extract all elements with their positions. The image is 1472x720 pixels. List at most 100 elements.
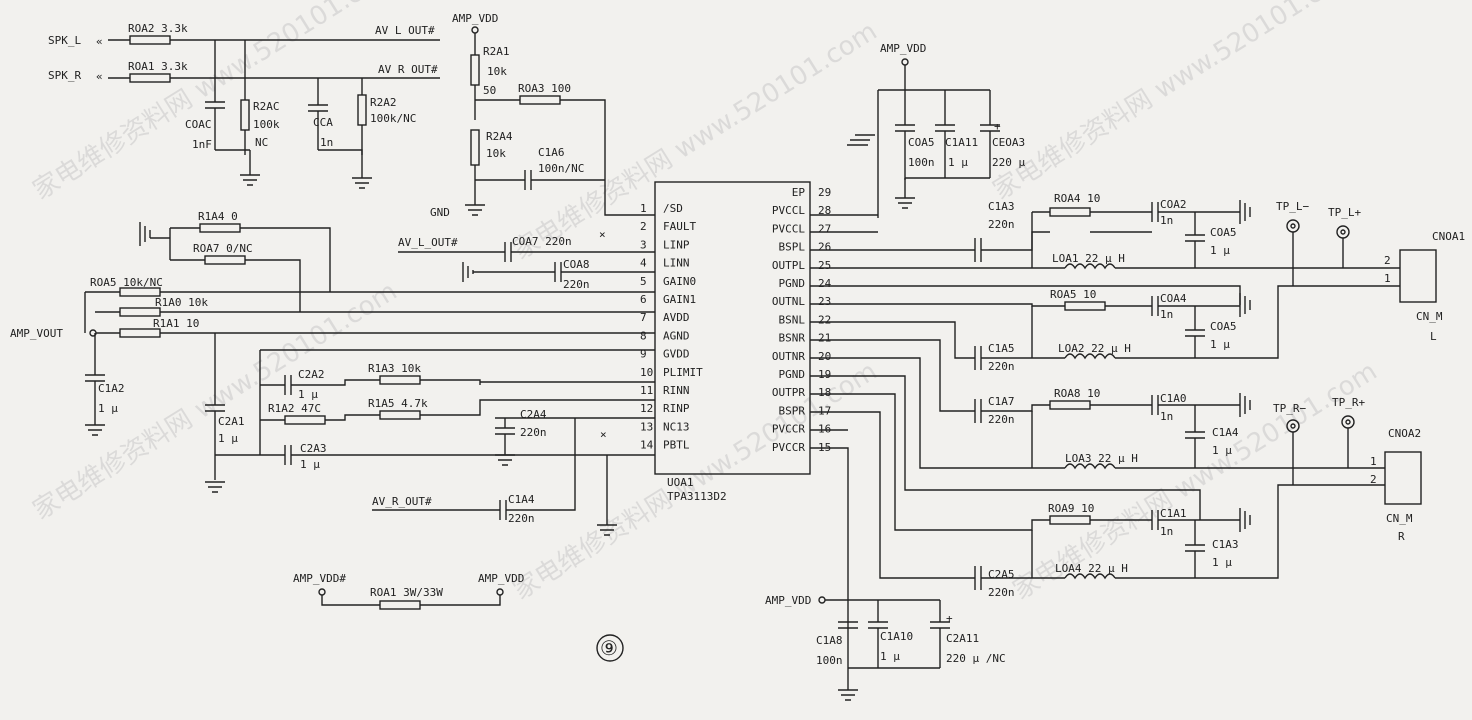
- av-r-out-small: AV_R_OUT#: [372, 495, 432, 508]
- cnoa1-pin-b: 1: [1384, 272, 1391, 285]
- tp-l-plus-dot: [1340, 229, 1346, 235]
- c1a11-val: 1 μ: [948, 156, 968, 169]
- amp-vdd-r-label: AMP_VDD: [478, 572, 524, 585]
- r1a1-label: R1A1 10: [153, 317, 199, 330]
- r2ac-ref: R2AC: [253, 100, 280, 113]
- nc-x-mark: ×: [600, 428, 607, 441]
- ground-icon: [462, 262, 655, 282]
- ic-pin-number: 29: [818, 186, 831, 199]
- coa2-ref: COA2: [1160, 198, 1187, 211]
- amp-vdd-mid-terminal: [901, 58, 909, 66]
- coac-val: 1nF: [192, 138, 212, 151]
- ic-pin-number: 14: [640, 439, 654, 452]
- c2a1-ref: C2A1: [218, 415, 245, 428]
- ic-pin-number: 13: [640, 420, 653, 433]
- input-section: AV_L_OUT# COA7 220n COA8 220n C2A1 1 μ C…: [205, 228, 655, 662]
- ground-icon: [1239, 508, 1251, 532]
- ground-icon: [1239, 200, 1251, 224]
- cnoa1-pin-a: 2: [1384, 254, 1391, 267]
- amp-vout-port: AMP_VOUT: [10, 327, 63, 340]
- coa5b-val: 1 μ: [1210, 338, 1230, 351]
- ic-pin-number: 4: [640, 257, 647, 270]
- tp-l-plus-label: TP_L+: [1328, 206, 1361, 219]
- ic-pin-name: GAIN1: [663, 293, 696, 306]
- cnoa1-type: CN_M: [1416, 310, 1443, 323]
- ic-pin-name: NC13: [663, 420, 690, 433]
- ic-pin-number: 3: [640, 238, 647, 251]
- resistor-r2a2: [357, 94, 367, 126]
- ic-pin-name: BSPL: [779, 241, 806, 254]
- ic-pin-number: 28: [818, 204, 831, 217]
- resistor-roa7: [204, 255, 246, 265]
- ic-body: [654, 181, 811, 475]
- c1a2-val: 1 μ: [98, 402, 118, 415]
- tp-l-minus-label: TP_L−: [1276, 200, 1309, 213]
- ic-pin-number: 23: [818, 295, 831, 308]
- ceoa3-val: 220 μ: [992, 156, 1025, 169]
- ic-pin-name: AGND: [663, 329, 690, 342]
- resistor-r1a3: [379, 375, 421, 385]
- c1a0-ref: C1A0: [1160, 392, 1187, 405]
- ic-pin-name: OUTPL: [772, 259, 805, 272]
- c1a3-val: 220n: [988, 218, 1015, 231]
- resistor-roa8: [1049, 400, 1091, 410]
- spk-l-port: SPK_L: [48, 34, 81, 47]
- r2a1-val: 10k: [487, 65, 507, 78]
- roa3-label: ROA3 100: [518, 82, 571, 95]
- ic-pin-number: 22: [818, 313, 831, 326]
- coa5-top-val: 100n: [908, 156, 935, 169]
- coac-ref: COAC: [185, 118, 212, 131]
- tp-l-minus-dot: [1290, 223, 1296, 229]
- connector-cnoa2: [1384, 451, 1422, 505]
- resistor-r1a2: [284, 415, 326, 425]
- ic-pin-number: 1: [640, 202, 647, 215]
- coa5a-val: 1 μ: [1210, 244, 1230, 257]
- ground-icon: [1239, 393, 1251, 417]
- ground-icon: [895, 197, 915, 209]
- roa1-label: ROA1 3.3k: [128, 60, 188, 73]
- cnoa2-pin-a: 1: [1370, 455, 1377, 468]
- shutdown-section: AMP_VDD R2A1 10k 50 ROA3 100 R2A4 10k C1…: [430, 12, 655, 219]
- loa3-label: LOA3 22 μ H: [1065, 452, 1138, 465]
- c1a4-in-val: 220n: [508, 512, 535, 525]
- c2a2-ref: C2A2: [298, 368, 325, 381]
- ic-pin-number: 11: [640, 384, 653, 397]
- ic-pin-name: PBTL: [663, 439, 690, 452]
- r2ac-nc: NC: [255, 136, 268, 149]
- r2a2-val: 100k/NC: [370, 112, 416, 125]
- ic-pin-name: PVCCL: [772, 204, 805, 217]
- resistor-r2ac: [240, 99, 250, 131]
- ic-pin-name: PVCCL: [772, 222, 805, 235]
- ic-pin-number: 17: [818, 404, 831, 417]
- loa4-label: LOA4 22 μ H: [1055, 562, 1128, 575]
- c1a8-val: 100n: [816, 654, 843, 667]
- plus-sign: +: [946, 612, 953, 625]
- pvccr-supply-section: AMP_VDD C1A8 100n C1A10 1 μ + C2A11 220 …: [765, 429, 1006, 701]
- tp-l-plus-icon: [1336, 225, 1350, 239]
- c1a4-val: 1 μ: [1212, 444, 1232, 457]
- cca-ref: CCA: [313, 116, 333, 129]
- cca-val: 1n: [320, 136, 333, 149]
- resistor-roa4: [1049, 207, 1091, 217]
- roa9-label: ROA9 10: [1048, 502, 1094, 515]
- roa2-label: ROA2 3.3k: [128, 22, 188, 35]
- roa8-label: ROA8 10: [1054, 387, 1100, 400]
- plus-sign: +: [994, 120, 1001, 133]
- power-section: AMP_VDD COA5 100n C1A11 1 μ + CEOA3 220 …: [810, 42, 1025, 233]
- coa8-val: 220n: [563, 278, 590, 291]
- tp-r-plus-dot: [1345, 419, 1351, 425]
- watermark-3: 家电维修资料网 www.520101.com: [988, 0, 1363, 206]
- resistor-roa1-bottom: [379, 600, 421, 610]
- spk-r-port: SPK_R: [48, 69, 81, 82]
- ic-pin-name: GAIN0: [663, 275, 696, 288]
- c1a4-ref: C1A4: [1212, 426, 1239, 439]
- amp-vdd-hash-label: AMP_VDD#: [293, 572, 346, 585]
- ic-pin-name: OUTPR: [772, 386, 805, 399]
- c1a10-ref: C1A10: [880, 630, 913, 643]
- c2a4-val: 220n: [520, 426, 547, 439]
- loa2-label: LOA2 22 μ H: [1058, 342, 1131, 355]
- resistor-r2a4: [470, 129, 480, 166]
- amp-vdd-top-label: AMP_VDD: [452, 12, 498, 25]
